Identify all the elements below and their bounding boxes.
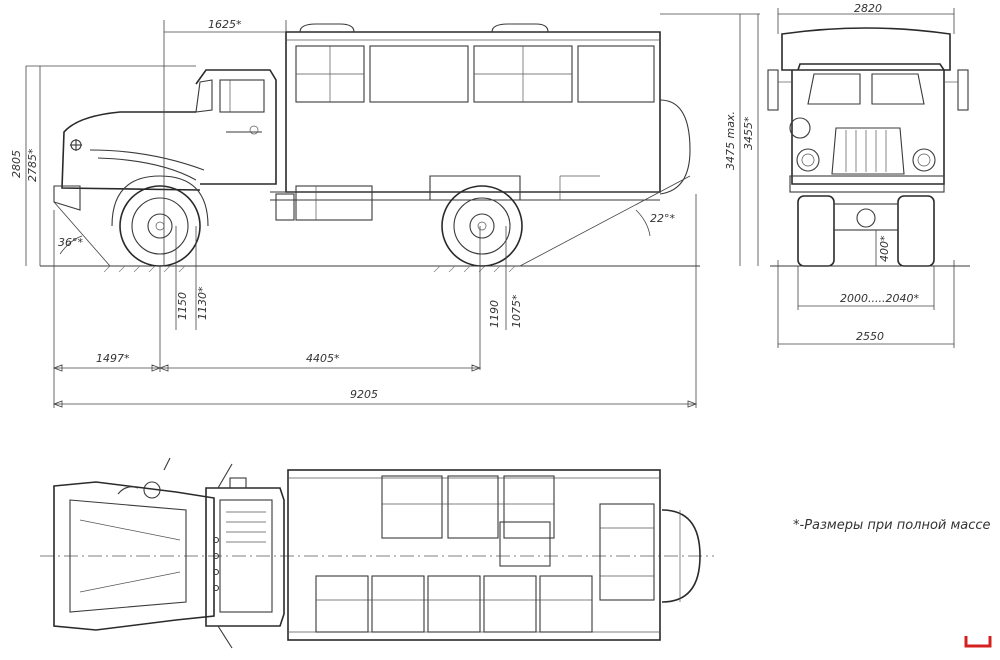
front-view: 2820 400* 2000... bbox=[767, 2, 970, 348]
front-axle-clearance-dim: 1150 bbox=[176, 292, 189, 320]
track-dim: 2000.....2040* bbox=[840, 292, 919, 305]
front-overhang-dim: 1497* bbox=[96, 352, 130, 365]
rear-axle-clearance-dim: 1190 bbox=[488, 300, 501, 328]
height-cab-loaded-dim: 2785* bbox=[26, 148, 39, 182]
departure-angle-label: 22°* bbox=[650, 212, 675, 225]
corner-logo-icon bbox=[964, 636, 992, 648]
overall-length-dim: 9205 bbox=[350, 388, 378, 401]
ground-clearance-dim: 400* bbox=[878, 235, 891, 262]
wheelbase-dim: 4405* bbox=[306, 352, 340, 365]
side-view: 36°* 22°* 1625* 2805 2785* 3475 max. 345… bbox=[10, 13, 760, 408]
body-width-dim: 2820 bbox=[854, 2, 882, 15]
approach-angle-label: 36°* bbox=[58, 236, 83, 249]
overall-width-dim: 2550 bbox=[856, 330, 884, 343]
cab-body-dim: 1625* bbox=[208, 18, 242, 31]
height-max-dim: 3475 max. bbox=[724, 111, 737, 170]
loaded-mass-note: *-Размеры при полной массе bbox=[793, 518, 991, 533]
top-view bbox=[40, 457, 714, 649]
rear-axle-clearance-loaded-dim: 1075* bbox=[510, 294, 523, 328]
height-cab-dim: 2805 bbox=[10, 150, 23, 178]
height-max-loaded-dim: 3455* bbox=[742, 116, 755, 150]
front-axle-clearance-loaded-dim: 1130* bbox=[196, 286, 209, 320]
